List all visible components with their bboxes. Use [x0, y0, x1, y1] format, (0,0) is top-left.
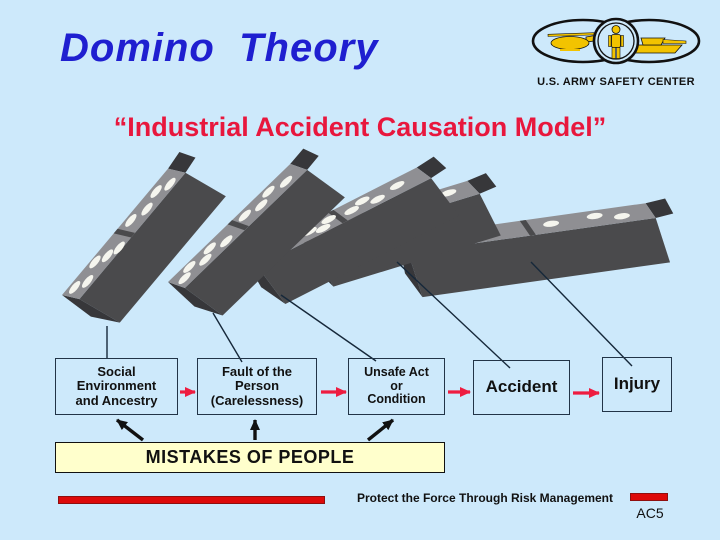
domino-pip: [113, 241, 125, 255]
connector-line-4: [396, 261, 511, 369]
connector-line-3: [280, 294, 377, 362]
box-line: Injury: [613, 374, 661, 394]
domino-pip: [81, 274, 94, 288]
domino-2: [168, 148, 345, 316]
logo-caption: U.S. ARMY SAFETY CENTER: [537, 76, 695, 88]
domino-pip: [262, 185, 275, 198]
domino-pip: [440, 189, 457, 197]
box-line: Person: [234, 378, 280, 394]
subtitle: “Industrial Accident Causation Model”: [113, 112, 607, 142]
domino-pip: [101, 249, 114, 263]
army-safety-center-logo: U.S. ARMY SAFETY CENTER: [528, 16, 704, 88]
box-line: Condition: [367, 392, 426, 407]
box-line: Unsafe Act: [364, 364, 429, 379]
domino-pip: [255, 199, 268, 212]
footer-motto: Protect the Force Through Risk Managemen…: [356, 491, 614, 505]
safety-center-emblem-icon: [531, 17, 701, 65]
domino-pip: [178, 272, 191, 285]
domino-pip: [183, 260, 196, 273]
connector-line-5: [530, 261, 633, 367]
domino-pip: [125, 213, 137, 227]
domino-pip: [199, 253, 212, 266]
footer-red-bar-short: [630, 493, 668, 501]
domino-pip: [164, 177, 176, 191]
domino-pip: [321, 215, 336, 225]
domino-pip: [543, 220, 560, 227]
domino-pip: [586, 212, 603, 220]
mistakes-arrow-3: [366, 418, 395, 442]
domino-pip: [141, 202, 153, 216]
slide-code: AC5: [636, 505, 664, 521]
box-line: Environment: [76, 378, 157, 394]
footer-red-bar-long: [58, 496, 325, 504]
domino-pip: [279, 175, 293, 188]
box-line: (Carelessness): [210, 392, 304, 408]
soldier-icon: [608, 25, 624, 59]
domino-pip: [69, 280, 81, 294]
mistakes-of-people-box: MISTAKES OF PEOPLE: [55, 442, 445, 473]
domino-1: [62, 151, 226, 323]
causation-box-injury: Injury: [602, 357, 672, 412]
box-line: Accident: [485, 377, 558, 397]
domino-pip: [614, 213, 630, 220]
domino-pip: [89, 255, 101, 269]
domino-pip: [315, 223, 331, 233]
connector-line-2: [212, 312, 243, 363]
domino-pip: [238, 209, 251, 222]
domino-pip: [220, 235, 233, 248]
domino-pip: [150, 185, 162, 198]
box-line: or: [390, 378, 403, 393]
page-title: Domino Theory: [60, 26, 379, 70]
domino-pip: [355, 196, 370, 206]
box-line: Social: [97, 364, 136, 380]
mistakes-arrow-1: [115, 418, 145, 442]
box-line: and Ancestry: [75, 392, 158, 408]
domino-pip: [344, 205, 359, 216]
box-line: Fault of the: [221, 364, 293, 380]
causation-box-accident: Accident: [473, 360, 570, 415]
domino-pip: [203, 242, 216, 255]
domino-pip: [370, 194, 385, 204]
domino-pip: [389, 181, 405, 191]
